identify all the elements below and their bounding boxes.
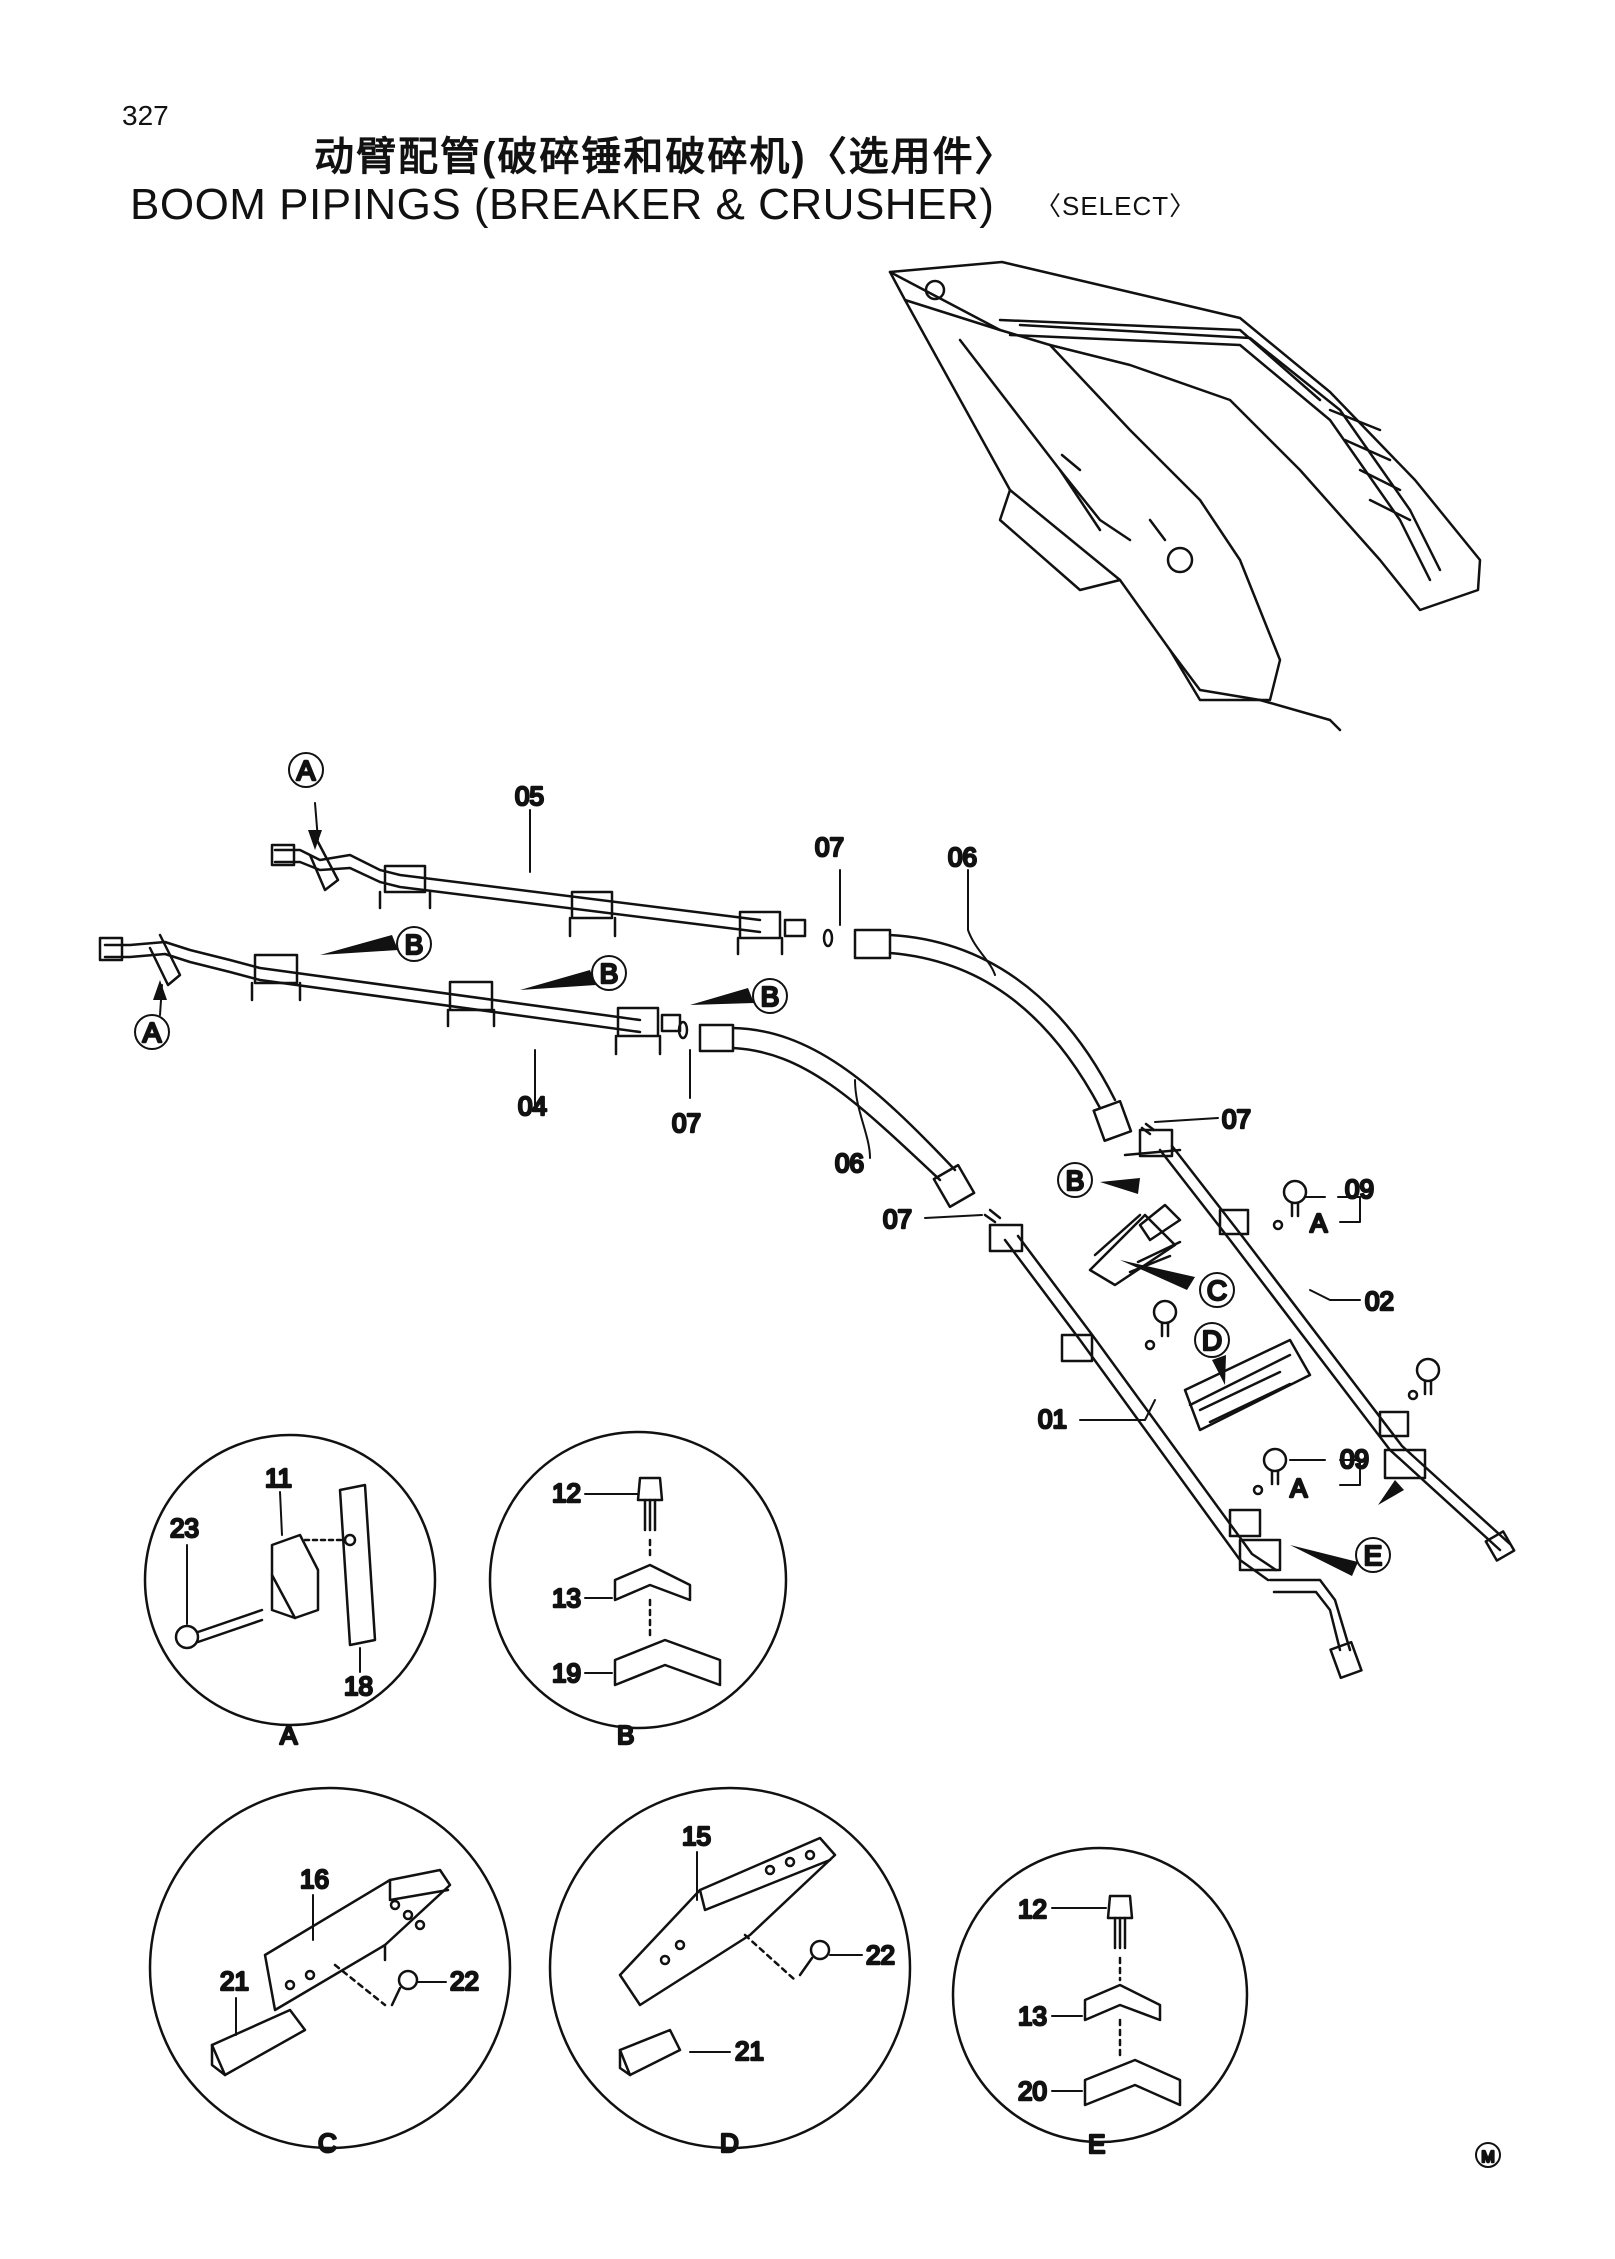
title-english: BOOM PIPINGS (BREAKER & CRUSHER) <box>130 180 995 229</box>
detail-a-caption: A <box>280 1720 298 1750</box>
part-label-02: 02 <box>1365 1286 1394 1316</box>
part-label-09-lower: 09 <box>1340 1444 1369 1474</box>
detail-e-part-12: 12 <box>1018 1894 1047 1924</box>
corner-mark: M <box>1481 2149 1494 2166</box>
pipe-05 <box>270 840 807 956</box>
callout-b-4: B <box>1066 1165 1085 1196</box>
callout-a-left: A <box>143 1017 162 1048</box>
callout-b-3: B <box>761 981 780 1012</box>
callout-circles <box>134 752 1391 1573</box>
detail-d-part-21: 21 <box>735 2036 764 2066</box>
detail-c-part-22: 22 <box>450 1966 479 1996</box>
detail-d-part-22: 22 <box>866 1940 895 1970</box>
ref-a-upper: A <box>1310 1208 1328 1238</box>
title-select-tag: 〈SELECT〉 <box>1035 191 1197 221</box>
detail-e-caption: E <box>1088 2129 1105 2159</box>
detail-a-part-11: 11 <box>265 1463 292 1493</box>
callout-a-top: A <box>297 755 316 786</box>
part-label-07-top: 07 <box>815 832 844 862</box>
detail-circle-d <box>548 1786 912 2150</box>
page-number: 327 <box>122 100 169 131</box>
detail-b-part-19: 19 <box>552 1658 581 1688</box>
detail-circle-e <box>951 1846 1249 2144</box>
boom-overview-illustration <box>888 260 1482 732</box>
part-label-07-right: 07 <box>1222 1104 1251 1134</box>
detail-a-part-23: 23 <box>170 1513 199 1543</box>
bolts-09 <box>1144 1179 1441 1496</box>
part-label-05: 05 <box>515 781 544 811</box>
part-label-07-mid: 07 <box>672 1108 701 1138</box>
part-label-06-lower: 06 <box>835 1148 864 1178</box>
detail-c-part-21: 21 <box>220 1966 249 1996</box>
part-label-09-upper: 09 <box>1345 1174 1374 1204</box>
detail-d-part-15: 15 <box>682 1821 711 1851</box>
callout-e: E <box>1364 1540 1383 1571</box>
hose-06-upper <box>853 928 1133 1143</box>
detail-b-part-13: 13 <box>552 1583 581 1613</box>
detail-a-part-18: 18 <box>344 1671 373 1701</box>
ref-a-lower: A <box>1290 1473 1308 1503</box>
detail-c-caption: C <box>318 2128 337 2158</box>
callout-arrows <box>153 830 1404 1576</box>
detail-circle-c <box>148 1786 512 2150</box>
callout-c: C <box>1207 1275 1227 1306</box>
detail-e-part-20: 20 <box>1018 2076 1047 2106</box>
detail-e-part-13: 13 <box>1018 2001 1047 2031</box>
detail-c-part-16: 16 <box>300 1864 329 1894</box>
part-label-01: 01 <box>1038 1404 1067 1434</box>
pipe-04 <box>98 933 682 1056</box>
detail-b-part-12: 12 <box>552 1478 581 1508</box>
detail-b-caption: B <box>617 1720 634 1750</box>
part-label-07-left: 07 <box>883 1204 912 1234</box>
hose-06-lower <box>698 1023 976 1209</box>
callout-d: D <box>1202 1325 1222 1356</box>
detail-circle-a <box>143 1433 437 1727</box>
detail-d-caption: D <box>720 2128 739 2158</box>
part-label-06-upper: 06 <box>948 842 977 872</box>
callout-b-1: B <box>405 929 424 960</box>
detail-circle-b <box>488 1430 788 1730</box>
pipes-01-02 <box>988 1128 1516 1680</box>
callout-leaders <box>159 802 1361 1486</box>
title-chinese: 动臂配管(破碎锤和破碎机)〈选用件〉 <box>314 135 1017 179</box>
callout-b-2: B <box>600 958 619 989</box>
part-label-04: 04 <box>518 1091 547 1121</box>
